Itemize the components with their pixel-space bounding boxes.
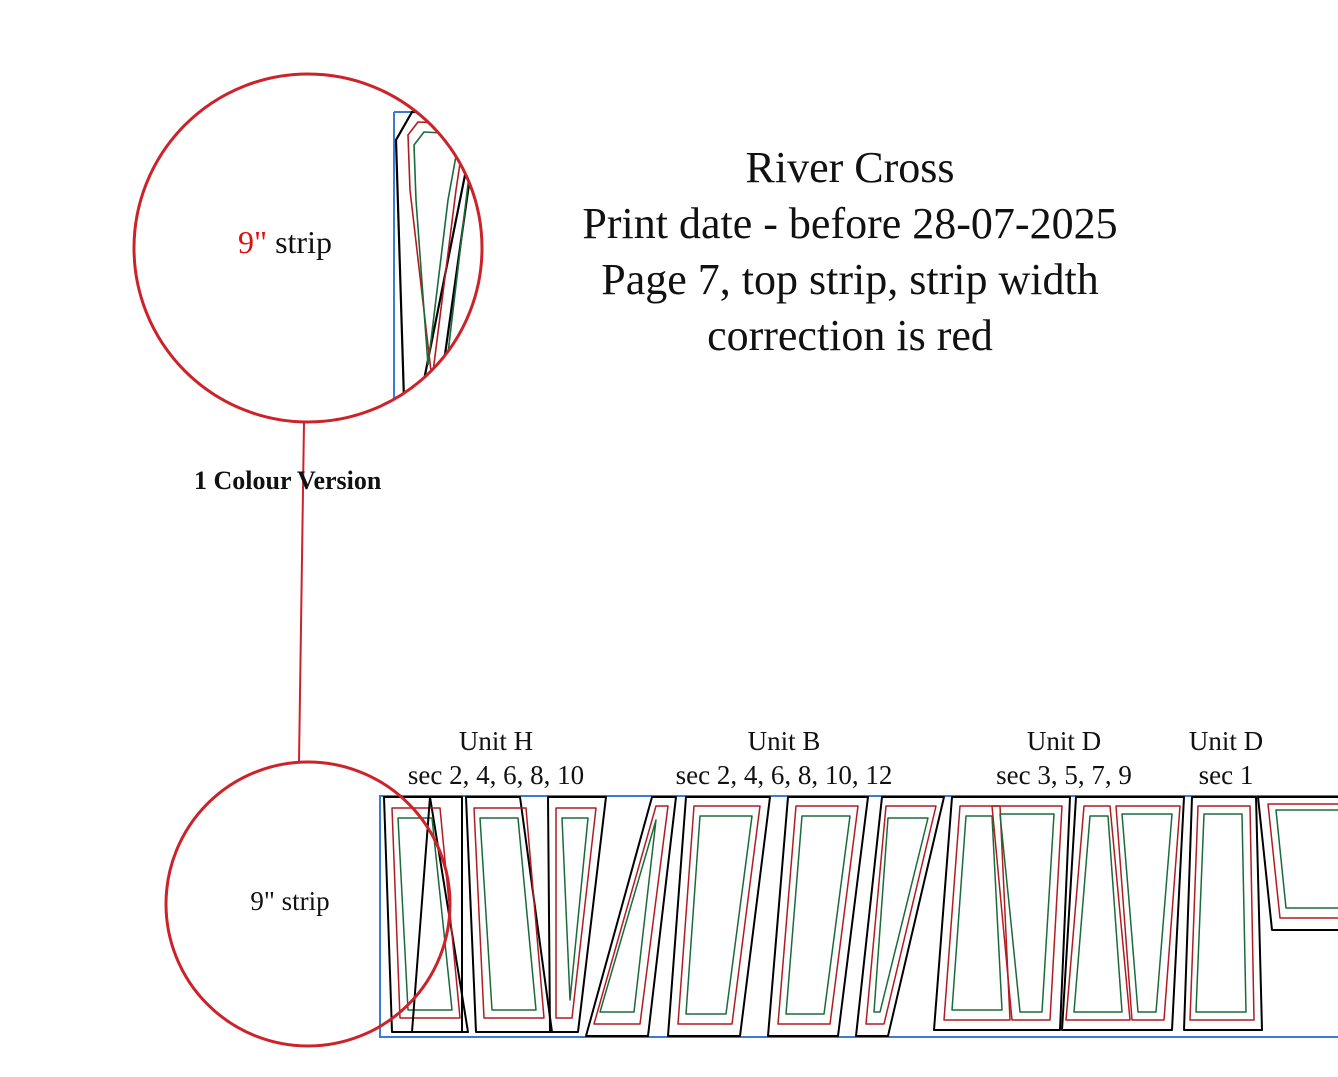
unit-name: Unit D <box>1026 726 1102 756</box>
bottom-strip <box>379 795 1338 1038</box>
connector-line <box>298 421 305 763</box>
bottom-strip-label: 9" strip <box>250 886 330 916</box>
unit-label-d-2: Unit D sec 1 <box>1176 724 1276 792</box>
unit-label-b: Unit B sec 2, 4, 6, 8, 10, 12 <box>664 724 904 792</box>
unit-sections: sec 2, 4, 6, 8, 10, 12 <box>675 760 893 790</box>
version-label: 1 Colour Version <box>194 466 382 495</box>
strip-width-suffix: strip <box>267 224 332 260</box>
bottom-magnifier <box>164 760 452 1048</box>
unit-sections: sec 2, 4, 6, 8, 10 <box>407 760 585 790</box>
unit-sections: sec 1 <box>1198 760 1254 790</box>
page-title: River Cross Print date - before 28-07-20… <box>530 140 1170 364</box>
title-line-3: Page 7, top strip, strip width <box>601 255 1099 304</box>
unit-sections: sec 3, 5, 7, 9 <box>996 760 1132 790</box>
unit-name: Unit D <box>1188 726 1264 756</box>
unit-label-h: Unit H sec 2, 4, 6, 8, 10 <box>396 724 596 792</box>
strip-width-value: 9" <box>238 224 268 260</box>
unit-label-d-1: Unit D sec 3, 5, 7, 9 <box>984 724 1144 792</box>
title-line-4: correction is red <box>707 311 993 360</box>
unit-name: Unit H <box>458 726 534 756</box>
unit-name: Unit B <box>747 726 821 756</box>
top-strip-label: 9" strip <box>190 224 380 261</box>
title-line-1: River Cross <box>745 143 955 192</box>
title-line-2: Print date - before 28-07-2025 <box>582 199 1118 248</box>
